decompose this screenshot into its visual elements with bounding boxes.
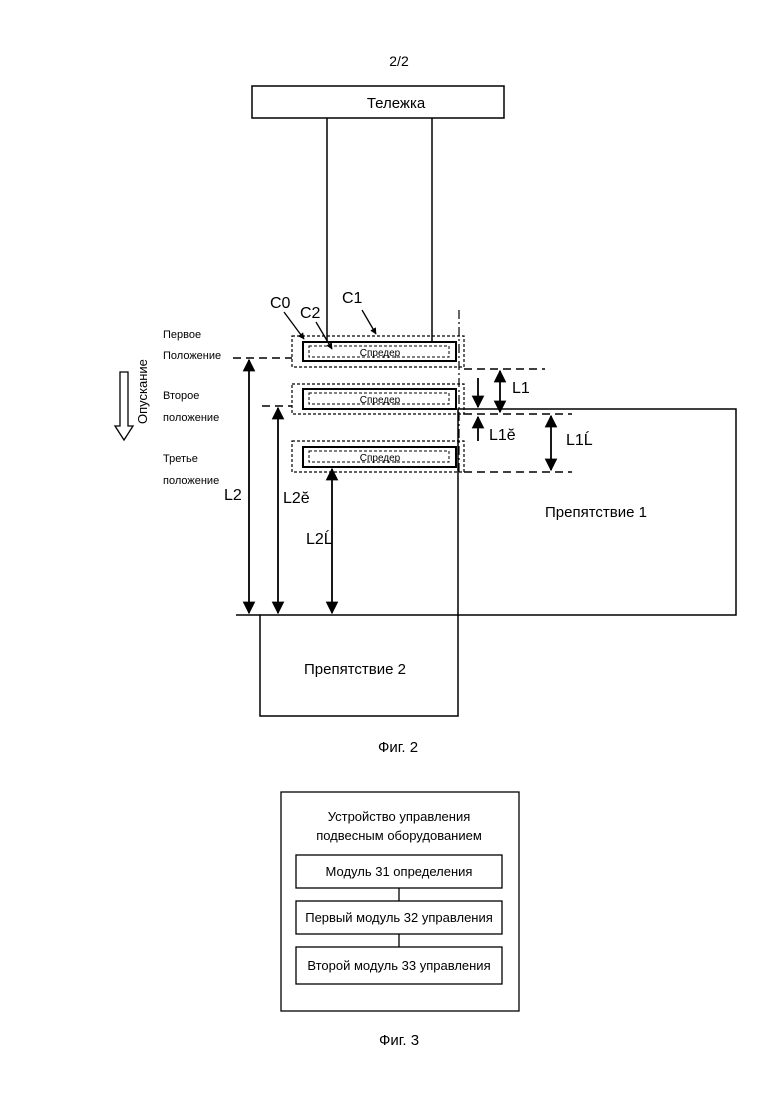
label-l2: L2 [224,487,242,504]
figure-3: Устройство управления подвесным оборудов… [281,792,519,1049]
page-number: 2/2 [389,53,409,69]
figure-2: Тележка Препятствие 1 Препятствие 2 Спре… [115,86,736,756]
label-l1: L1 [512,380,530,397]
label-l1-second: L1Ĺ [566,430,593,449]
position-third-label-2: положение [163,475,219,487]
module-32-label: Первый модуль 32 управления [305,910,493,925]
obstacle-1-label: Препятствие 1 [545,504,647,521]
position-second-label: Второе [163,390,199,402]
figure-2-caption: Фиг. 2 [378,739,418,756]
module-33-label: Второй модуль 33 управления [307,958,490,973]
position-first-label-2: Положение [163,350,221,362]
position-second-label-2: положение [163,412,219,424]
spreader-label: Спредер [360,395,401,406]
lowering-label: Опускание [135,359,150,424]
spreader-second-position: Спредер [292,384,464,414]
spreader-label: Спредер [360,453,401,464]
position-first-label: Первое [163,329,201,341]
figure-3-caption: Фиг. 3 [379,1032,419,1049]
obstacle-2-label: Препятствие 2 [304,661,406,678]
trolley-label: Тележка [367,95,426,112]
label-c2: C2 [300,305,321,322]
label-c1: C1 [342,290,363,307]
position-third-label: Третье [163,453,198,465]
spreader-third-position: Спредер [292,441,464,472]
label-l2-second: L2Ĺ [306,529,333,548]
label-l1-first: L1ĕ [489,427,516,444]
lowering-arrow-icon [115,372,133,440]
spreader-label: Спредер [360,348,401,359]
module-31-label: Модуль 31 определения [326,864,473,879]
leader-c1 [362,310,376,334]
label-l2-first: L2ĕ [283,490,310,507]
device-title-line-2: подвесным оборудованием [316,828,482,843]
label-c0: C0 [270,295,291,312]
spreader-first-position: Спредер [292,336,464,367]
device-title-line-1: Устройство управления [328,809,471,824]
